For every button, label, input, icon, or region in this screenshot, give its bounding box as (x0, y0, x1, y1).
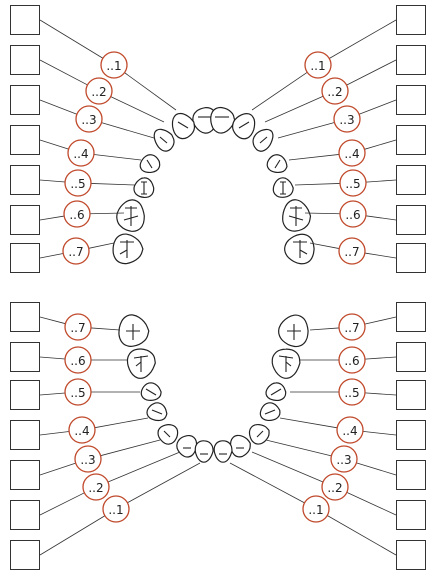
upper-left-leader-line-4 (40, 140, 69, 149)
lower-right-pointer-line-1 (310, 328, 339, 330)
upper-left-tooth-7 (113, 234, 143, 264)
upper-left-leader-line-5 (40, 180, 65, 182)
lower-left-leader-line-7 (40, 516, 105, 555)
lower-right-pointer-line-6 (252, 452, 323, 482)
upper-left-number-label-6: ..6 (69, 208, 84, 222)
lower-right-number-label-7: ..1 (308, 503, 323, 517)
upper-right-leader-line-1 (329, 20, 396, 59)
upper-right-leader-line-6 (366, 216, 396, 220)
upper-left-pointer-line-2 (111, 97, 164, 122)
upper-right-leader-line-2 (347, 60, 396, 85)
upper-right-number-label-6: ..6 (345, 208, 360, 222)
upper-right-leader-line-3 (359, 100, 396, 114)
lower-left-number-label-7: ..1 (108, 503, 123, 517)
upper-right-tooth-7 (285, 234, 314, 264)
upper-left-number-label-7: ..7 (68, 245, 83, 259)
upper-left-pointer-line-4 (94, 155, 141, 160)
lower-left-pointer-line-4 (95, 418, 148, 428)
lower-left-leader-line-6 (40, 493, 84, 515)
lower-right-number-label-2: ..6 (344, 354, 359, 368)
lower-right-leader-line-1 (365, 317, 396, 324)
upper-left-number-label-5: ..5 (70, 177, 85, 191)
upper-right-number-label-4: ..4 (344, 147, 359, 161)
lower-right-leader-line-2 (365, 357, 396, 359)
upper-left-number-label-1: ..1 (106, 59, 121, 73)
upper-left-leader-line-7 (40, 253, 63, 258)
lower-left-pointer-line-5 (101, 440, 160, 456)
upper-right-number-label-2: ..2 (327, 85, 342, 99)
lower-left-tooth-7 (195, 441, 213, 462)
upper-left-leader-line-1 (40, 20, 103, 58)
lower-right-leader-line-3 (365, 393, 396, 395)
upper-right-leader-line-5 (366, 180, 396, 182)
upper-right-tooth-6 (283, 200, 311, 231)
lower-right-number-label-6: ..2 (327, 481, 342, 495)
lower-right-leader-line-7 (327, 515, 396, 555)
lower-left-leader-line-1 (40, 317, 65, 324)
upper-right-number-label-1: ..1 (310, 59, 325, 73)
upper-left-leader-line-3 (40, 100, 77, 114)
lower-left-number-label-2: ..6 (70, 354, 85, 368)
lower-left-number-label-4: ..4 (74, 424, 89, 438)
lower-right-number-label-3: ..5 (344, 386, 359, 400)
lower-left-pointer-line-6 (108, 452, 180, 482)
lower-right-pointer-line-5 (266, 440, 331, 456)
upper-left-pointer-line-1 (125, 73, 176, 110)
lower-left-number-label-6: ..2 (88, 481, 103, 495)
lower-right-leader-line-6 (347, 492, 396, 515)
lower-left-leader-line-5 (40, 463, 76, 475)
upper-right-tooth-1 (211, 107, 235, 133)
upper-right-pointer-line-5 (295, 183, 340, 185)
lower-right-tooth-7 (214, 441, 232, 462)
upper-left-pointer-line-5 (91, 183, 135, 185)
upper-left-number-label-3: ..3 (81, 113, 96, 127)
lower-left-leader-line-4 (40, 432, 69, 435)
lower-right-leader-line-5 (356, 463, 396, 475)
upper-left-number-label-2: ..2 (91, 85, 106, 99)
lower-left-leader-line-3 (40, 393, 65, 395)
upper-right-pointer-line-4 (289, 154, 339, 160)
lower-right-number-label-1: ..7 (344, 321, 359, 335)
upper-left-pointer-line-3 (101, 123, 154, 138)
upper-right-pointer-line-1 (252, 72, 307, 110)
lower-left-pointer-line-1 (91, 328, 120, 330)
upper-left-leader-line-6 (40, 216, 64, 220)
lower-left-number-label-1: ..7 (70, 321, 85, 335)
lower-right-leader-line-4 (363, 431, 396, 435)
upper-right-number-label-3: ..3 (339, 113, 354, 127)
upper-right-pointer-line-3 (278, 122, 334, 138)
upper-right-pointer-line-2 (265, 96, 323, 122)
upper-right-leader-line-7 (365, 253, 396, 258)
upper-left-leader-line-2 (40, 60, 87, 85)
lower-left-number-label-3: ..5 (70, 386, 85, 400)
upper-right-number-label-5: ..5 (345, 177, 360, 191)
lower-right-number-label-4: ..4 (342, 424, 357, 438)
lower-left-leader-line-2 (40, 357, 65, 359)
lower-right-pointer-line-7 (230, 463, 305, 503)
upper-left-number-label-4: ..4 (73, 147, 88, 161)
upper-right-number-label-7: ..7 (344, 245, 359, 259)
lower-right-pointer-line-4 (280, 418, 337, 428)
lower-right-tooth-6 (228, 433, 253, 459)
upper-right-leader-line-4 (364, 140, 396, 149)
lower-left-number-label-5: ..3 (80, 453, 95, 467)
upper-left-pointer-line-7 (89, 243, 114, 248)
lower-right-number-label-5: ..3 (336, 453, 351, 467)
